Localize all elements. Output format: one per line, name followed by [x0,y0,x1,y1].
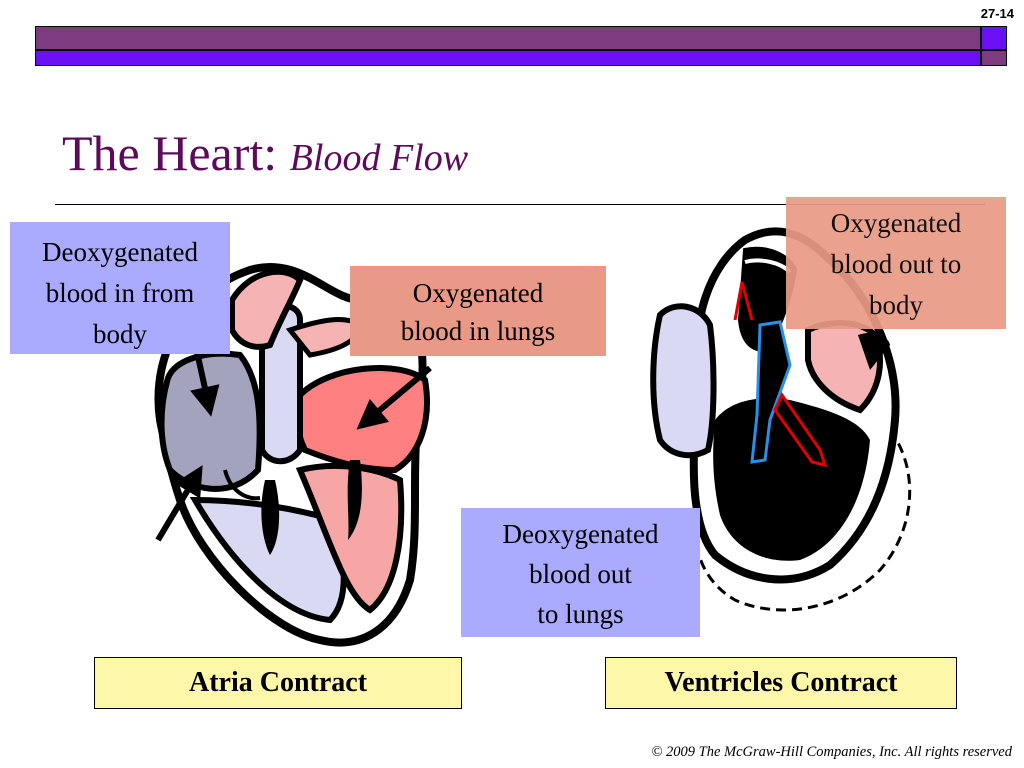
label-oxygenated-lungs: Oxygenated blood in lungs [350,266,606,356]
label-line: blood out [529,559,632,589]
label-line: Deoxygenated [502,519,659,549]
header-square-top [981,26,1007,50]
heart-left-atria-contract [154,263,432,647]
label-line: Oxygenated [412,278,544,308]
label-deoxygenated-in: Deoxygenated blood in from body [10,222,230,354]
label-line: to lungs [537,599,624,629]
label-line: blood out to [830,249,962,279]
label-line: blood in lungs [400,316,556,346]
header-bar-bottom [35,50,981,66]
slide-title: The Heart: Blood Flow [62,128,468,178]
title-main: The Heart: [62,125,290,181]
title-subtitle: Blood Flow [289,137,469,179]
label-line: Deoxygenated [42,237,198,267]
caption-ventricles-contract: Ventricles Contract [605,657,957,709]
label-line: blood in from [45,278,195,308]
label-line: body [869,290,923,320]
copyright-notice: © 2009 The McGraw-Hill Companies, Inc. A… [651,744,1012,760]
title-rule [55,204,985,205]
label-oxygenated-out: Oxygenated blood out to body [786,197,1006,329]
label-line: Oxygenated [830,208,962,238]
header-square-bottom [981,50,1007,66]
label-line: body [93,319,147,349]
label-deoxygenated-out: Deoxygenated blood out to lungs [461,508,700,637]
slide-number: 27-14 [980,6,1014,21]
caption-atria-contract: Atria Contract [94,657,462,709]
header-bar-top [35,26,981,50]
